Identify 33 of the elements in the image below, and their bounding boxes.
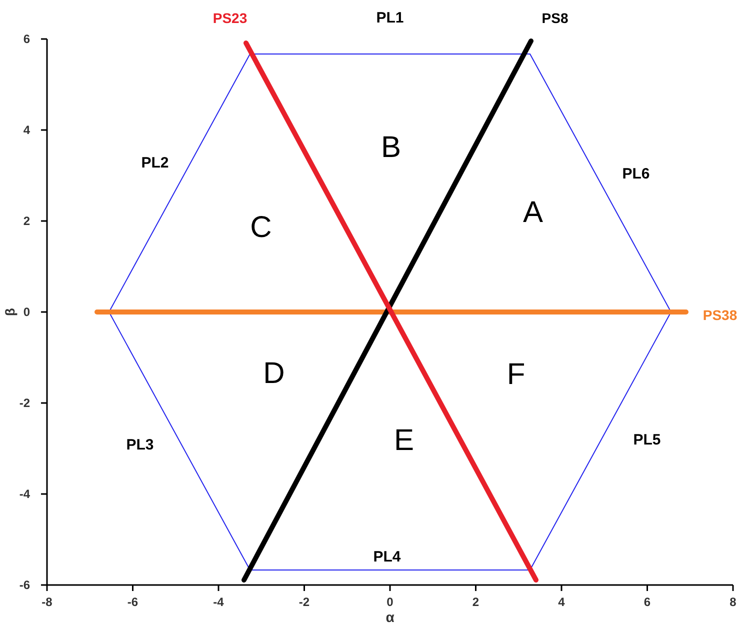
tick-label: -2 xyxy=(298,595,310,609)
tick-label: 4 xyxy=(23,123,30,137)
axis-title: α xyxy=(386,609,394,624)
tick-label: 0 xyxy=(386,595,394,609)
tick-label: 6 xyxy=(644,595,651,609)
region-label: E xyxy=(394,424,414,458)
tick-label: 6 xyxy=(23,32,30,46)
tick-label: -4 xyxy=(19,487,30,501)
tick-label: -4 xyxy=(213,595,224,609)
tick-label: -6 xyxy=(127,595,138,609)
axis-title: β xyxy=(2,308,18,316)
tick-label: -8 xyxy=(42,595,52,609)
side-label: PL3 xyxy=(126,436,154,454)
region-label: F xyxy=(506,358,526,392)
tick-label: 0 xyxy=(23,305,30,319)
tick-label: -2 xyxy=(19,396,30,410)
tick-label: 4 xyxy=(558,595,565,609)
tick-label: 8 xyxy=(730,595,736,609)
side-label: PL1 xyxy=(376,10,404,26)
side-label: PL2 xyxy=(141,154,169,172)
side-label: PL6 xyxy=(622,166,650,182)
tick-label: 2 xyxy=(23,214,30,228)
line-label: PS23 xyxy=(212,10,248,26)
region-label: A xyxy=(523,196,543,230)
region-label: C xyxy=(250,211,272,245)
tick-label: -6 xyxy=(19,578,30,592)
line-label: PS38 xyxy=(702,307,738,323)
tick-label: 2 xyxy=(472,595,480,609)
region-label: D xyxy=(263,357,285,391)
line-label: PS8 xyxy=(542,10,568,26)
side-label: PL5 xyxy=(633,432,661,448)
region-label: B xyxy=(381,131,401,165)
side-label: PL4 xyxy=(373,548,401,566)
